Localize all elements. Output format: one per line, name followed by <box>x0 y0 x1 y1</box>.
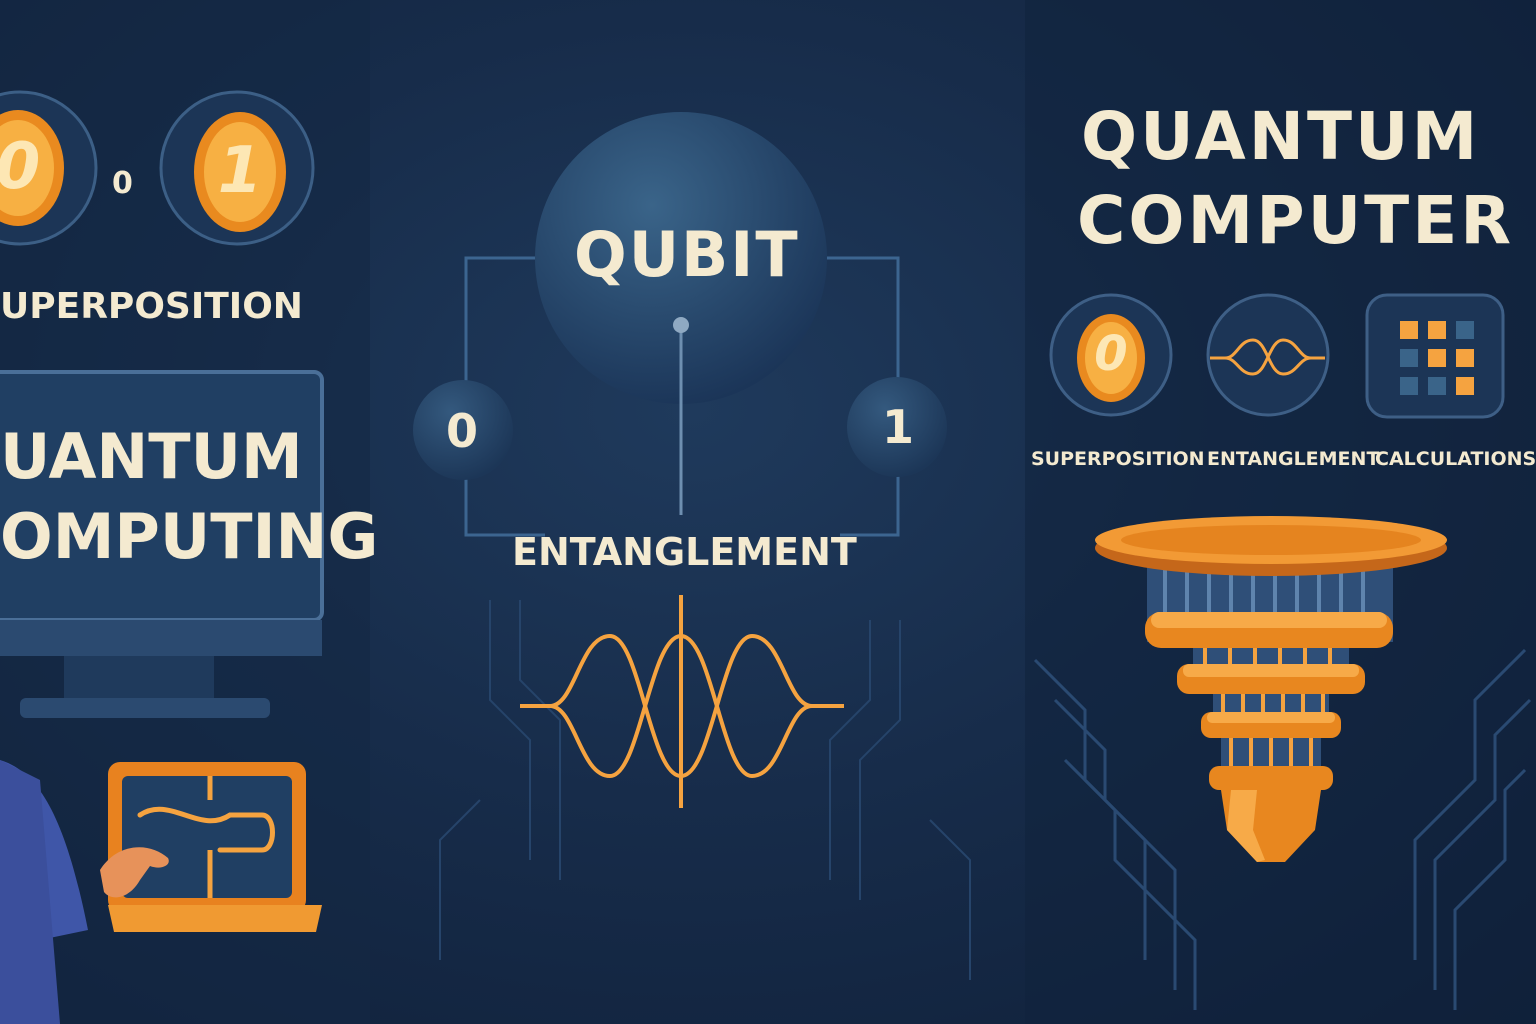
left-illustration <box>0 90 324 1024</box>
monitor-text-line1: UANTUM <box>0 420 303 493</box>
state-one-node <box>847 377 947 477</box>
quantum-computer-illustration <box>1095 516 1447 862</box>
monitor-stand <box>20 698 270 718</box>
coin-middle-digit: 0 <box>112 166 134 201</box>
coin-icon-digit: 0 <box>1094 326 1128 382</box>
entanglement-wave-a <box>520 633 844 779</box>
superposition-label: UPERPOSITION <box>0 286 303 327</box>
title-line2: COMPUTER <box>1077 182 1515 259</box>
grid-icon <box>1400 321 1474 395</box>
state-one-label: 1 <box>882 400 916 454</box>
state-zero-label: 0 <box>446 404 480 458</box>
monitor-screen <box>0 370 324 622</box>
right-illustration <box>1033 293 1532 1010</box>
right-panel: QUANTUM COMPUTER 0 SUPERPOSITION ENTANGL… <box>1025 0 1536 1024</box>
icon-label-calculations: CALCULATIONS <box>1375 448 1536 470</box>
entanglement-wave-b <box>549 633 813 779</box>
circuit-traces <box>439 600 971 980</box>
circuit-traces-right <box>1033 648 1532 1010</box>
qubit-diagram <box>413 112 971 980</box>
icon-label-superposition: SUPERPOSITION <box>1031 448 1205 470</box>
monitor-neck <box>64 656 214 698</box>
fifth-plate <box>1209 766 1333 790</box>
qubit-pointer-dot <box>673 317 689 333</box>
title-line1: QUANTUM <box>1081 98 1481 175</box>
tablet-screen <box>122 776 292 898</box>
coin-left-digit: 0 <box>0 130 41 204</box>
center-panel: QUBIT 0 1 ENTANGLEMENT <box>370 0 1025 1024</box>
monitor-text-line2: OMPUTING <box>0 500 379 573</box>
state-zero-node <box>413 380 513 480</box>
monitor-bezel <box>0 620 322 656</box>
tablet-wave <box>137 806 275 853</box>
coin-right-digit: 1 <box>217 134 263 208</box>
qubit-sphere <box>535 112 827 404</box>
qubit-label: QUBIT <box>574 218 800 291</box>
tablet-base <box>108 905 322 932</box>
person-hand <box>100 847 169 898</box>
icon-label-entanglement: ENTANGLEMENT <box>1207 448 1380 470</box>
left-panel: 0 1 0 UPERPOSITION UANTUM OMPUTING <box>0 0 378 1024</box>
entanglement-label: ENTANGLEMENT <box>512 530 857 574</box>
